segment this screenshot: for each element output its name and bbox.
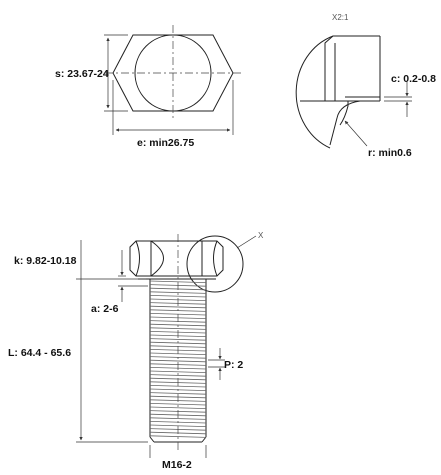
thread-line (149, 417, 207, 420)
p-dimension (208, 348, 225, 380)
thread-line (149, 291, 207, 294)
detail-x-callout: X (258, 231, 264, 240)
head-chamfer (324, 35, 334, 101)
r-dimension-label: r: min0.6 (368, 147, 412, 159)
side-view (76, 234, 257, 458)
thread-line (149, 280, 207, 283)
center-lines (105, 25, 241, 121)
c-dimension (384, 82, 412, 117)
thread-line (149, 359, 207, 363)
c-dimension-label: c: 0.2-0.8 (391, 73, 436, 85)
thread-line (149, 385, 207, 388)
s-dimension-label: s: 23.67-24 (55, 68, 109, 80)
head-face-arc-mid (150, 240, 164, 277)
thread-diameter-extension (149, 445, 207, 458)
detail-x-boundary-arc (295, 35, 334, 149)
top-view (104, 25, 241, 135)
thread-line (149, 435, 207, 438)
e-dimension (112, 80, 234, 135)
detail-x-view (295, 35, 412, 149)
thread-line (149, 392, 207, 395)
head-face-arc-right (213, 240, 218, 277)
detail-x-leader (236, 235, 257, 249)
shank-edge (339, 101, 349, 126)
thread-designation-label: M16-2 (162, 459, 192, 471)
thread-line (149, 370, 207, 373)
head-face-arc-left (135, 240, 140, 277)
thread-line (149, 374, 207, 377)
e-dimension-label: e: min26.75 (137, 137, 194, 149)
thread-line (149, 403, 207, 406)
s-dimension (104, 34, 128, 112)
l-dimension-label: L: 64.4 - 65.6 (8, 347, 71, 359)
thread-line (149, 338, 207, 341)
thread-line (149, 424, 207, 427)
head-outline (129, 240, 224, 277)
thread-line (149, 295, 207, 298)
thread-line (149, 406, 207, 409)
k-dimension-label: k: 9.82-10.18 (14, 255, 77, 267)
p-dimension-label: P: 2 (224, 359, 243, 371)
k-dimension (118, 250, 126, 277)
r-leader (344, 120, 368, 147)
l-dimension (76, 240, 148, 443)
a-dimension (118, 285, 148, 302)
thread-line (149, 327, 207, 330)
end-chamfer-left (149, 436, 155, 443)
detail-scale-label: X2:1 (332, 13, 349, 22)
end-chamfer-right (201, 436, 207, 443)
detail-x-circle (186, 235, 244, 293)
under-head-fillet (329, 100, 361, 146)
a-dimension-label: a: 2-6 (91, 303, 119, 315)
thread-line (149, 305, 207, 309)
